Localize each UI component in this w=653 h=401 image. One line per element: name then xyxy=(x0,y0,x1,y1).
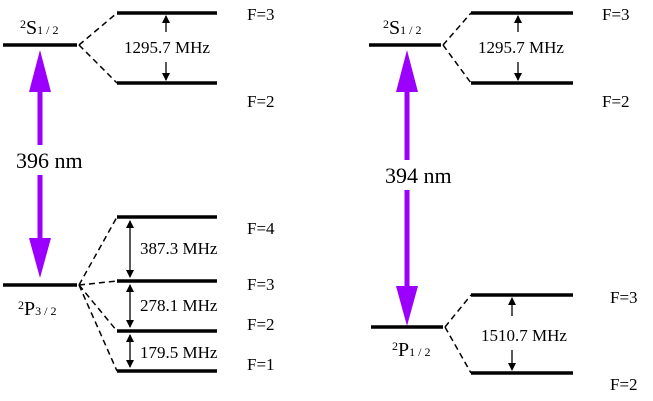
left-p-sup: 2 xyxy=(18,298,24,312)
right-wavelength-bg xyxy=(382,160,464,190)
left-p-f2-label: F=2 xyxy=(247,315,275,334)
left-s-term: S xyxy=(26,17,37,39)
right-p-term: P xyxy=(398,339,409,361)
left-p-f4-label: F=4 xyxy=(247,219,275,238)
left-p-dash-f2 xyxy=(78,284,118,332)
right-s-dash-up xyxy=(442,12,472,46)
left-transition-head-down xyxy=(29,238,51,278)
right-p-f3-label: F=3 xyxy=(610,288,638,307)
right-p-f2-label: F=2 xyxy=(610,375,638,394)
left-p-split-43-label: 387.3 MHz xyxy=(140,239,218,258)
right-p-state-label: 2P1 / 2 xyxy=(392,339,430,361)
right-s-term: S xyxy=(389,17,400,39)
right-s-split-label: 1295.7 MHz xyxy=(478,38,564,57)
left-p-split-32-label: 278.1 MHz xyxy=(140,296,218,315)
right-p-dash-up xyxy=(444,294,472,328)
right-p-sub: 1 / 2 xyxy=(409,345,430,359)
left-transition-head-up xyxy=(29,50,51,92)
left-wavelength-label: 396 nm xyxy=(16,148,83,173)
left-p-state-label: 2P3 / 2 xyxy=(18,298,56,320)
left-s-f3-label: F=3 xyxy=(247,5,275,24)
right-s-state-label: 2S1 / 2 xyxy=(383,17,421,39)
left-p-f1-label: F=1 xyxy=(247,355,275,374)
right-s-f3-label: F=3 xyxy=(602,5,630,24)
right-transition-head-up xyxy=(396,50,418,92)
right-transition-head-down xyxy=(396,286,418,326)
left-diagram: 1295.7 MHz F=3 F=2 2S1 / 2 396 nm 387.3 … xyxy=(3,5,275,374)
left-p-f3-label: F=3 xyxy=(247,275,275,294)
left-s-dash-down xyxy=(78,44,118,84)
left-p-term: P xyxy=(24,298,35,320)
right-p-dash-down xyxy=(444,326,472,374)
left-s-dash-up xyxy=(78,12,118,46)
left-p-dash-f3 xyxy=(78,280,118,286)
right-s-f2-label: F=2 xyxy=(602,92,630,111)
left-s-sub: 1 / 2 xyxy=(37,23,58,37)
left-s-split-label: 1295.7 MHz xyxy=(124,38,210,57)
right-diagram: 1295.7 MHz F=3 F=2 2S1 / 2 394 nm 1510.7… xyxy=(369,5,638,394)
left-wavelength-bg xyxy=(12,145,94,175)
left-p-split-21-label: 179.5 MHz xyxy=(140,343,218,362)
right-wavelength-label: 394 nm xyxy=(385,163,452,188)
left-p-sub: 3 / 2 xyxy=(35,304,56,318)
left-s-sup: 2 xyxy=(20,17,26,31)
left-p-dash-f4 xyxy=(78,216,118,286)
left-p-dash-f1 xyxy=(78,284,118,372)
right-s-dash-down xyxy=(442,44,472,84)
right-p-sup: 2 xyxy=(392,339,398,353)
right-s-sup: 2 xyxy=(383,17,389,31)
left-s-state-label: 2S1 / 2 xyxy=(20,17,58,39)
right-p-split-label: 1510.7 MHz xyxy=(481,326,567,345)
left-s-f2-label: F=2 xyxy=(247,92,275,111)
right-s-sub: 1 / 2 xyxy=(400,23,421,37)
